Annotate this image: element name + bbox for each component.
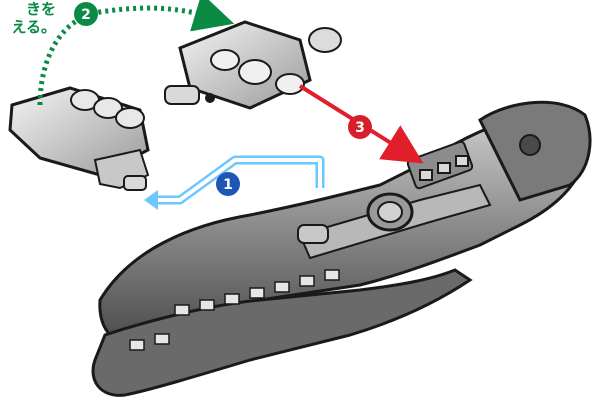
step-badge-1: 1	[216, 172, 240, 196]
caption-line-1: きを	[0, 0, 56, 18]
step-number-2: 2	[81, 7, 91, 23]
step-badge-2: 2	[74, 2, 98, 26]
step-number-1: 1	[223, 177, 233, 193]
step-badge-3: 3	[348, 115, 372, 139]
caption-line-2: える。	[0, 18, 56, 36]
muzzle-part-icon	[10, 88, 148, 190]
blade-weapon-icon	[93, 102, 590, 395]
step-number-3: 3	[355, 120, 365, 136]
instruction-caption: きを える。	[0, 0, 56, 36]
